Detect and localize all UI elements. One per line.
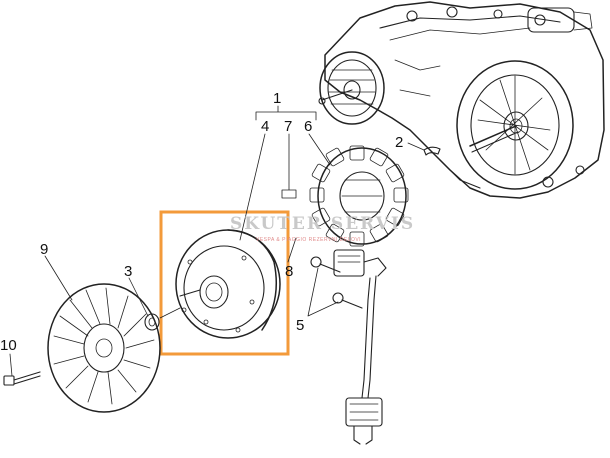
callout-1: 1 — [273, 90, 281, 107]
callout-9: 9 — [40, 241, 48, 258]
callout-6: 6 — [304, 118, 312, 135]
woodruff-key — [407, 142, 441, 156]
callout-10: 10 — [0, 337, 17, 354]
stator-drawing — [309, 145, 409, 445]
callout-4: 4 — [261, 118, 269, 135]
leader-lines — [9, 105, 331, 377]
flywheel-rotor — [175, 229, 281, 339]
stator-screws — [307, 256, 363, 317]
callout-2: 2 — [395, 134, 403, 151]
callout-5: 5 — [296, 317, 304, 334]
watermark-title: SKUTER SERVIS — [230, 214, 415, 234]
callout-7: 7 — [284, 118, 292, 135]
callout-8: 8 — [285, 263, 293, 280]
watermark-subtitle: VESPA & PIAGGIO REZERVNI DELOVI — [256, 237, 361, 243]
cooling-fan — [47, 283, 161, 413]
fan-bolt — [3, 371, 41, 386]
highlight-box — [159, 210, 290, 356]
crankcase-drawing — [318, 1, 605, 199]
callout-3: 3 — [124, 263, 132, 280]
